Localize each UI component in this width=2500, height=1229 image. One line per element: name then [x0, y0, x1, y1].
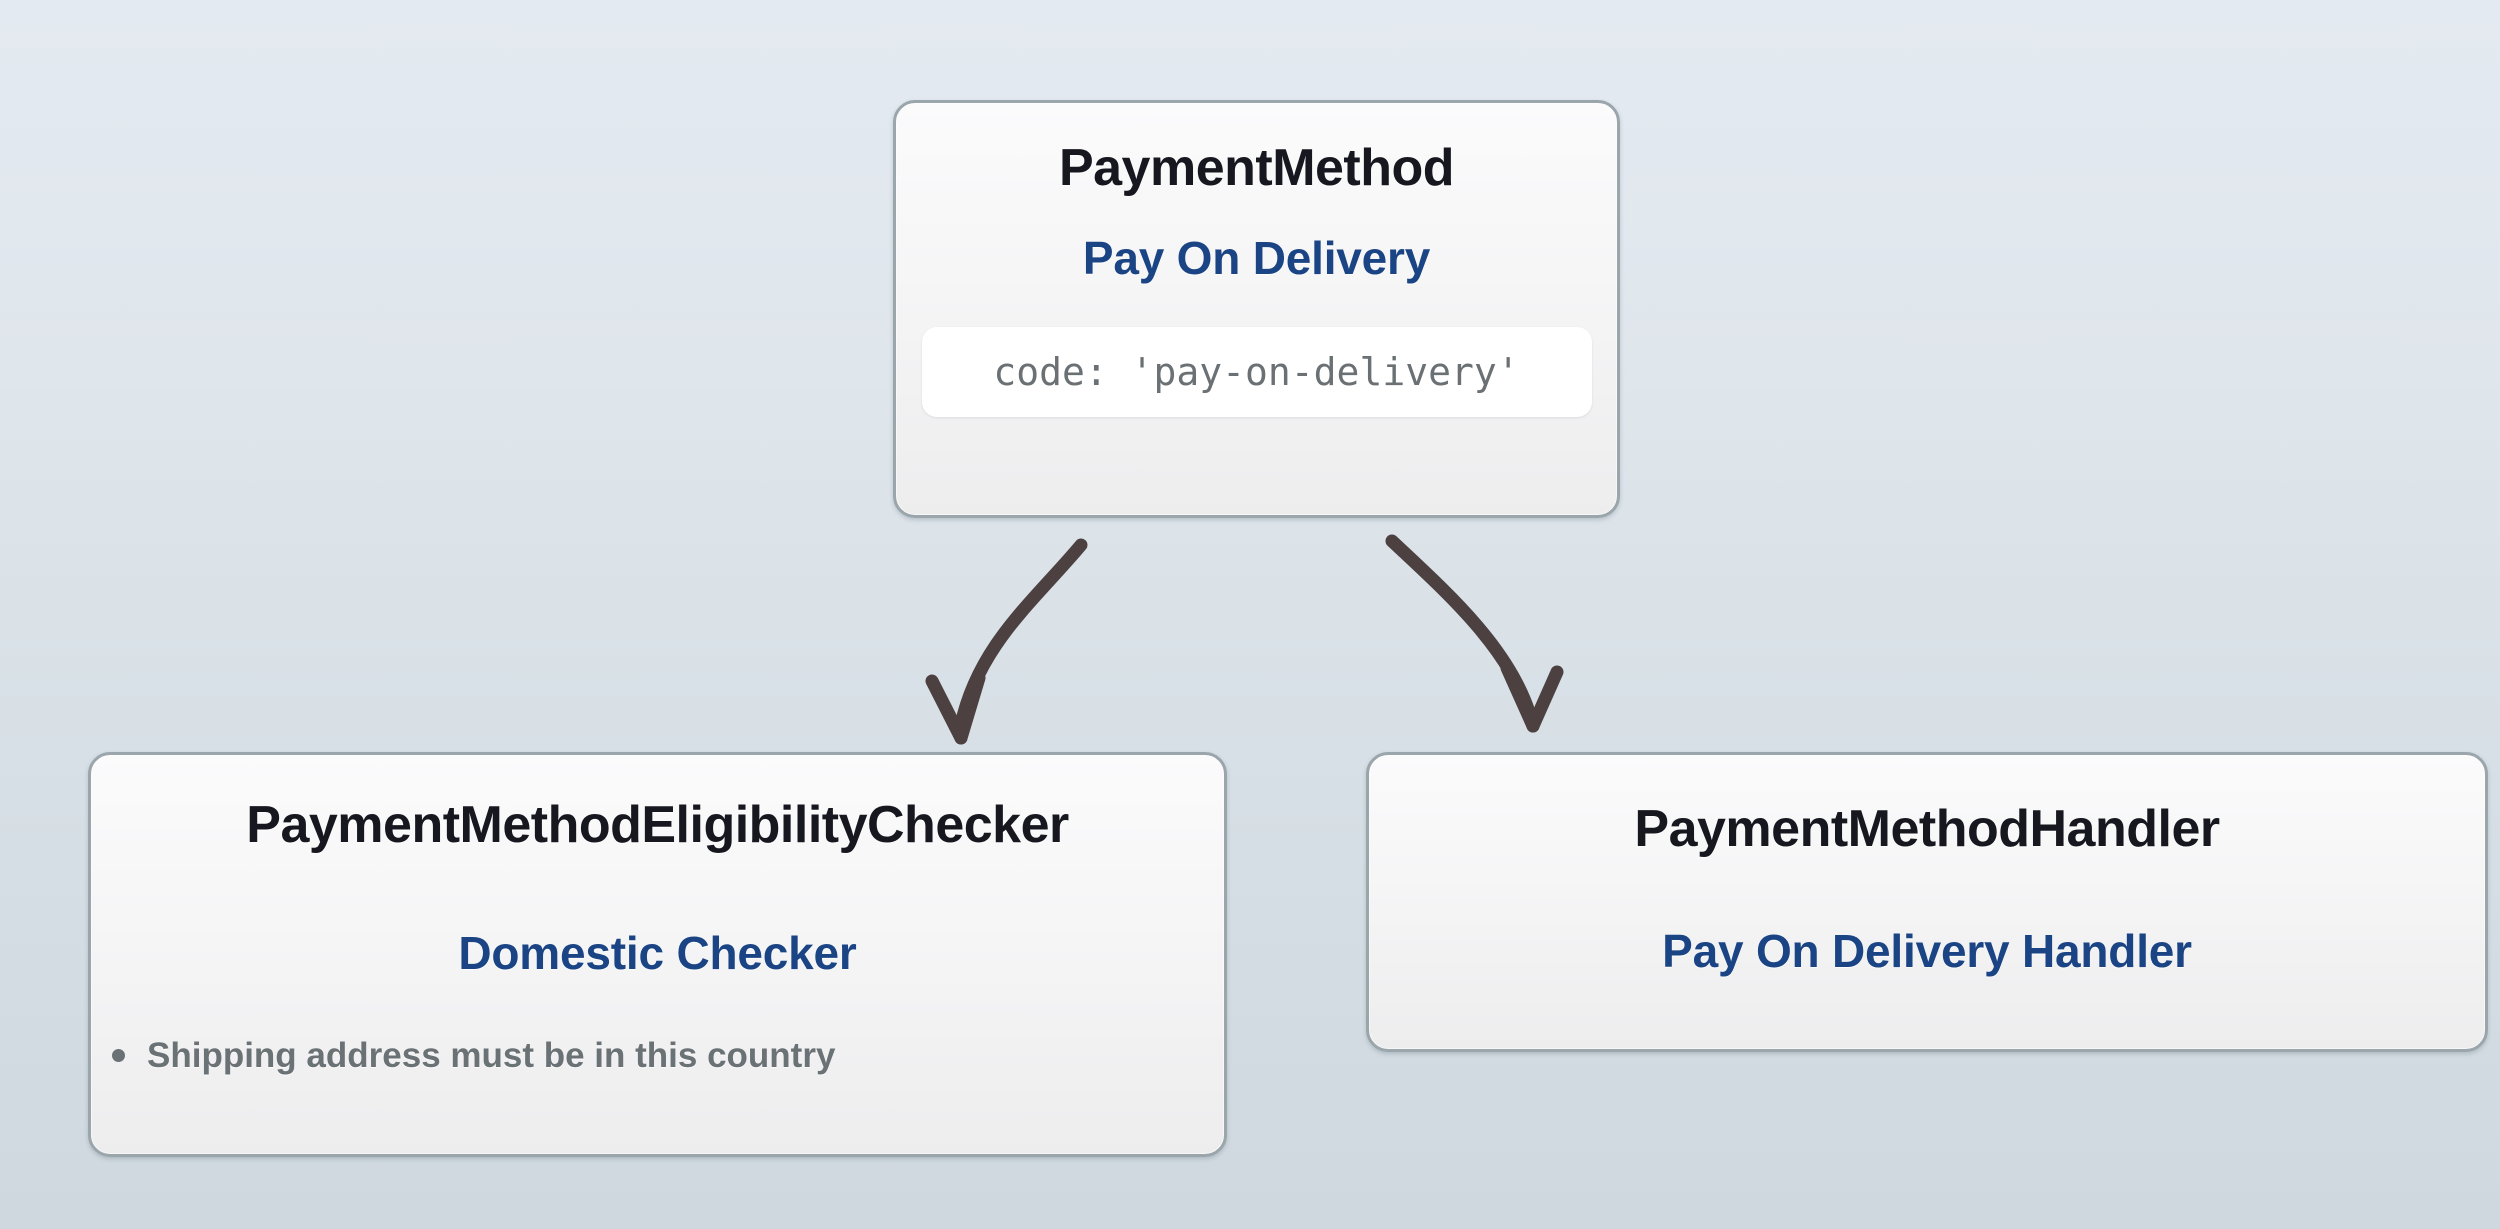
- edge-to-handler-arrow: [1385, 534, 1564, 733]
- node-handler-subtitle: Pay On Delivery Handler: [1662, 925, 2192, 977]
- node-payment-method-code-chip: code: 'pay-on-delivery': [921, 327, 1592, 417]
- node-eligibility-checker-subtitle: Domestic Checker: [458, 927, 857, 979]
- edge-to-eligibility-checker-arrow: [925, 538, 1088, 745]
- node-payment-method[interactable]: PaymentMethod Pay On Delivery code: 'pay…: [893, 100, 1620, 518]
- bullet-dot-icon: [112, 1049, 125, 1062]
- bullet-item-label: Shipping address must be in this country: [147, 1036, 836, 1075]
- node-payment-method-handler[interactable]: PaymentMethodHandler Pay On Delivery Han…: [1366, 752, 2488, 1052]
- node-handler-title: PaymentMethodHandler: [1634, 800, 2220, 858]
- list-item: Shipping address must be in this country: [112, 1033, 1245, 1079]
- node-payment-method-subtitle: Pay On Delivery: [1082, 232, 1431, 284]
- node-payment-method-title: PaymentMethod: [1058, 139, 1455, 197]
- node-eligibility-checker-bullet-list: Shipping address must be in this country: [70, 1033, 1245, 1079]
- node-eligibility-checker-title: PaymentMethodEligibilityChecker: [246, 796, 1069, 854]
- node-payment-method-eligibility-checker[interactable]: PaymentMethodEligibilityChecker Domestic…: [88, 752, 1227, 1157]
